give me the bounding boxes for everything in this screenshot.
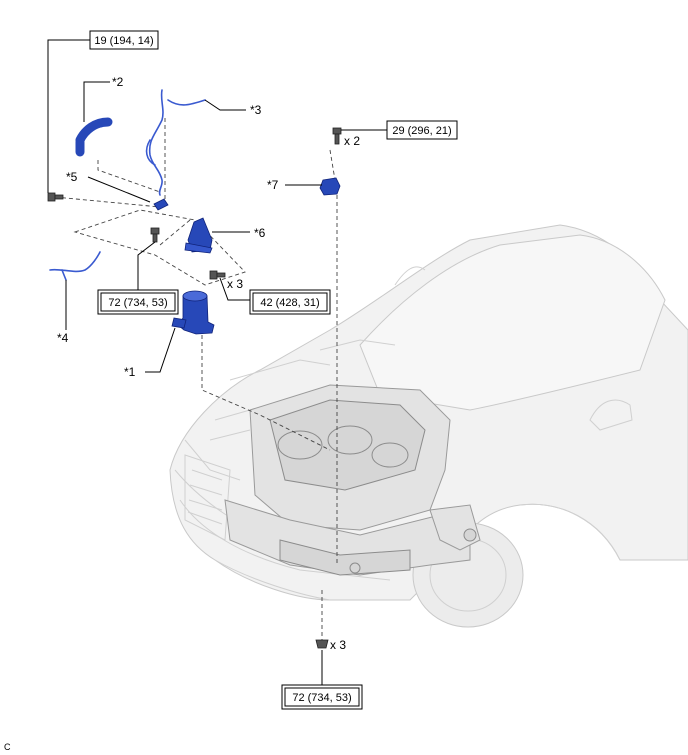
engine-assembly bbox=[209, 339, 481, 576]
part-1-canister bbox=[171, 290, 215, 335]
torque-box-mid-left: 72 (734, 53) bbox=[97, 289, 179, 315]
part-7-sensor bbox=[319, 177, 341, 196]
torque-value: 72 (734, 53) bbox=[108, 297, 167, 309]
part-5-clip bbox=[153, 198, 169, 211]
quantity-label: x 3 bbox=[227, 277, 243, 291]
nut-icon bbox=[315, 639, 329, 649]
grille bbox=[184, 454, 231, 541]
callout-1: *1 bbox=[124, 365, 136, 379]
part-6-bracket bbox=[184, 217, 213, 254]
bolt-icon bbox=[209, 270, 226, 280]
torque-value: 29 (296, 21) bbox=[392, 125, 451, 137]
bolt-icon bbox=[47, 192, 64, 202]
assembly-guide-lines bbox=[54, 118, 338, 640]
callout-2: *2 bbox=[112, 75, 124, 89]
part-3-wire-harness bbox=[145, 89, 206, 196]
torque-box-top-left: 19 (194, 14) bbox=[89, 30, 159, 50]
torque-box-top-right: 29 (296, 21) bbox=[386, 120, 458, 140]
callout-4: *4 bbox=[57, 331, 69, 345]
bolt-icon bbox=[332, 127, 342, 145]
part-2-hose bbox=[75, 117, 113, 157]
callout-6: *6 bbox=[254, 226, 266, 240]
corner-mark: C bbox=[4, 742, 11, 752]
quantity-label: x 3 bbox=[330, 638, 346, 652]
torque-value: 72 (734, 53) bbox=[292, 692, 351, 704]
bolt-icon bbox=[150, 227, 160, 243]
leader-lines bbox=[47, 39, 387, 685]
torque-value: 19 (194, 14) bbox=[94, 35, 153, 47]
callout-5: *5 bbox=[66, 170, 78, 184]
part-4-wire-harness bbox=[49, 251, 101, 281]
callout-7: *7 bbox=[267, 178, 279, 192]
torque-box-bottom: 72 (734, 53) bbox=[281, 684, 363, 710]
quantity-label: x 2 bbox=[344, 134, 360, 148]
torque-value: 42 (428, 31) bbox=[260, 297, 319, 309]
torque-box-mid-right: 42 (428, 31) bbox=[249, 289, 331, 315]
callout-3: *3 bbox=[250, 103, 262, 117]
